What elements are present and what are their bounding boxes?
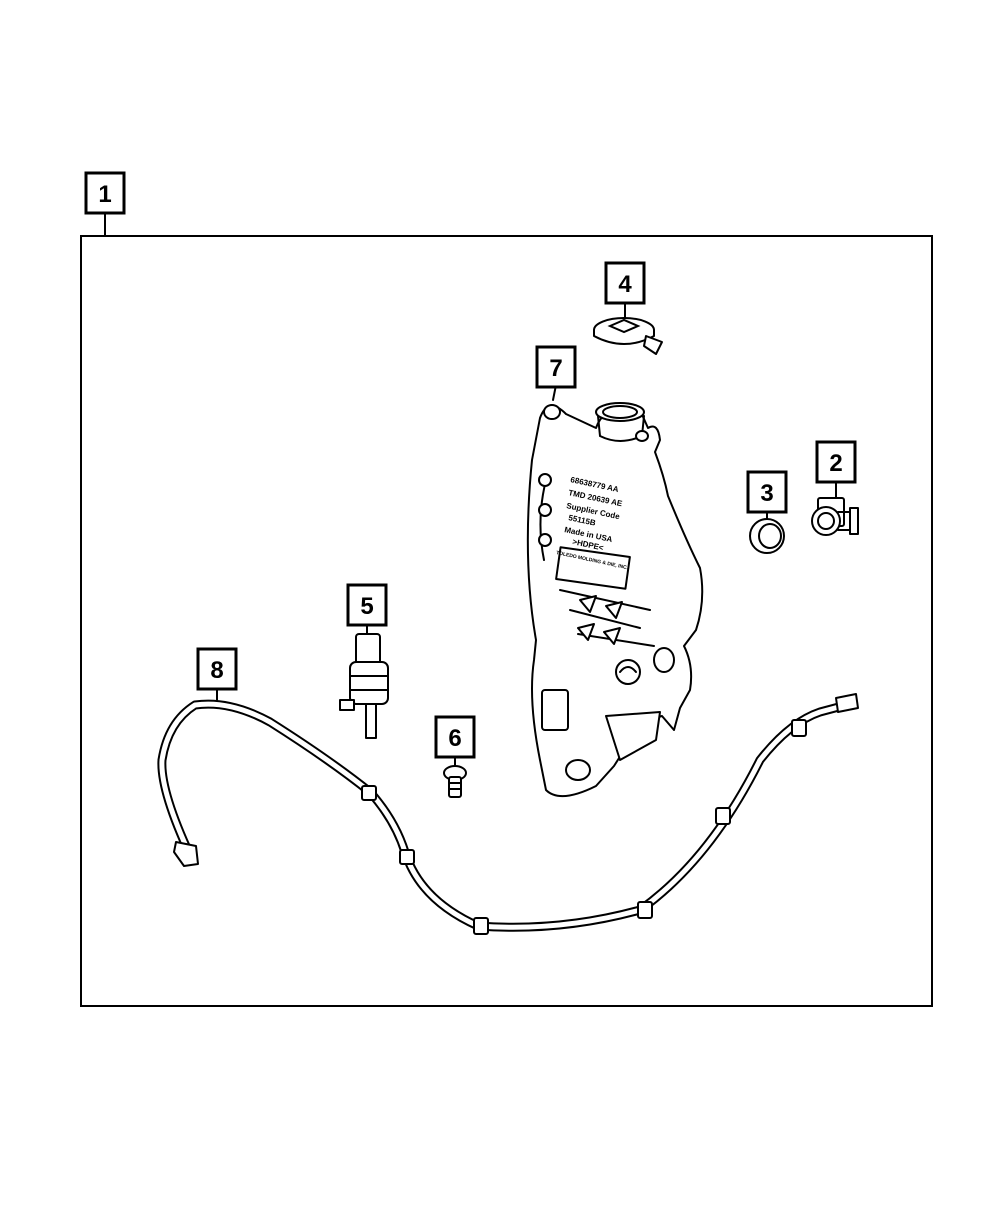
svg-text:6: 6 [448, 725, 461, 752]
part-5-pump [339, 624, 389, 739]
callout-3: 3 [746, 470, 788, 514]
callout-5: 5 [346, 583, 388, 627]
svg-text:4: 4 [618, 271, 632, 298]
svg-text:2: 2 [829, 450, 842, 477]
part-4-cap [593, 302, 663, 355]
callout-2: 2 [815, 440, 857, 484]
part-7-reservoir: 68638779 AA TMD 20639 AE Supplier Code 5… [526, 384, 704, 797]
part-3-seal [749, 512, 785, 554]
svg-text:8: 8 [210, 657, 223, 684]
callout-1: 1 [84, 171, 126, 237]
part-6-fastener [443, 756, 467, 798]
callout-7: 7 [535, 345, 577, 389]
assembly-frame [80, 235, 933, 1007]
svg-text:7: 7 [549, 355, 562, 382]
callout-6: 6 [434, 715, 476, 759]
recycle-symbols [538, 473, 552, 547]
svg-text:5: 5 [360, 593, 373, 620]
part-8-hose [157, 688, 859, 935]
part-2-grommet [811, 480, 859, 536]
svg-text:3: 3 [760, 480, 773, 507]
callout-4: 4 [604, 261, 646, 305]
callout-8: 8 [196, 647, 238, 691]
svg-text:1: 1 [98, 181, 111, 208]
